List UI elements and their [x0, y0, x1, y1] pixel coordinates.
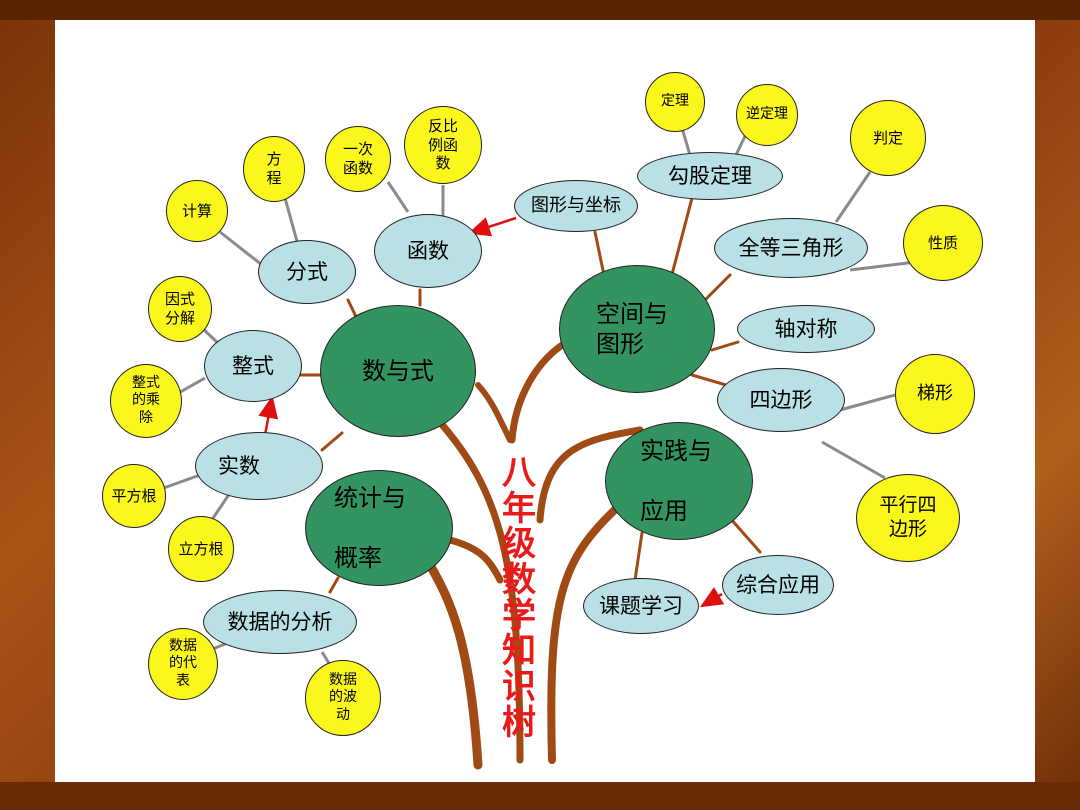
leaf-pingxing-sibianxing: 平行四 边形: [856, 474, 960, 562]
trunk-main: [434, 416, 524, 764]
bottom-border: [0, 782, 1080, 810]
node-shuju-fenxi: 数据的分析: [203, 590, 357, 654]
leaf-shuju-daibiao: 数据 的代 表: [148, 628, 218, 700]
leaf-jisuan: 计算: [166, 180, 228, 242]
node-gougu-dingli: 勾股定理: [637, 152, 783, 200]
node-fenshi: 分式: [258, 240, 356, 304]
node-sibianxing: 四边形: [717, 368, 845, 432]
tree-title: 八 年 级 数 学 知 识 树: [502, 453, 536, 743]
leaf-yinshi-fenjie: 因式 分解: [148, 276, 212, 342]
node-tuxing-zuobiao: 图形与坐标: [514, 180, 638, 232]
leaf-nidingli: 逆定理: [736, 84, 798, 146]
leaf-panding: 判定: [850, 100, 926, 176]
leaf-dingli: 定理: [645, 72, 705, 132]
leaf-shuju-bodong: 数据 的波 动: [305, 660, 381, 736]
node-quandeng-sanjiaoxing: 全等三角形: [714, 218, 868, 278]
leaf-fanbili-hanshu: 反比 例函 数: [404, 106, 482, 184]
trunk-right2: [536, 426, 644, 524]
arrow-to-keti: [699, 587, 725, 608]
leaf-lifanggen: 立方根: [168, 516, 234, 582]
node-zhengshi: 整式: [204, 330, 302, 402]
leaf-tixing: 梯形: [895, 354, 975, 434]
trunk-right3: [508, 336, 574, 444]
leaf-xingzhi: 性质: [903, 205, 983, 281]
arrow-to-hanshu: [467, 216, 517, 237]
node-hanshu: 函数: [374, 214, 482, 288]
leaf-pingfanggen: 平方根: [102, 464, 166, 528]
node-shijian-yingyong: 实践与 应用: [605, 422, 753, 540]
trunk-left: [425, 560, 483, 770]
node-tongji-gailv: 统计与 概率: [305, 470, 453, 586]
node-shishu: 实数: [195, 432, 323, 500]
arrow-to-zhengshi: [258, 395, 279, 436]
trunk-center: [475, 382, 513, 443]
node-zonghe-yingyong: 综合应用: [722, 555, 834, 615]
node-keti-xuexi: 课题学习: [583, 578, 699, 634]
node-shu-yu-shi: 数与式: [320, 305, 476, 437]
leaf-zhengshi-chengchu: 整式 的乘 除: [110, 364, 182, 438]
trunk-mid: [446, 536, 504, 584]
trunk-right1: [547, 501, 624, 764]
top-border: [0, 0, 1080, 20]
leaf-fangcheng: 方 程: [243, 136, 305, 202]
node-zhouduicheng: 轴对称: [737, 305, 875, 353]
leaf-yici-hanshu: 一次 函数: [325, 126, 391, 192]
node-kongjian-tuxing: 空间与 图形: [559, 265, 715, 393]
